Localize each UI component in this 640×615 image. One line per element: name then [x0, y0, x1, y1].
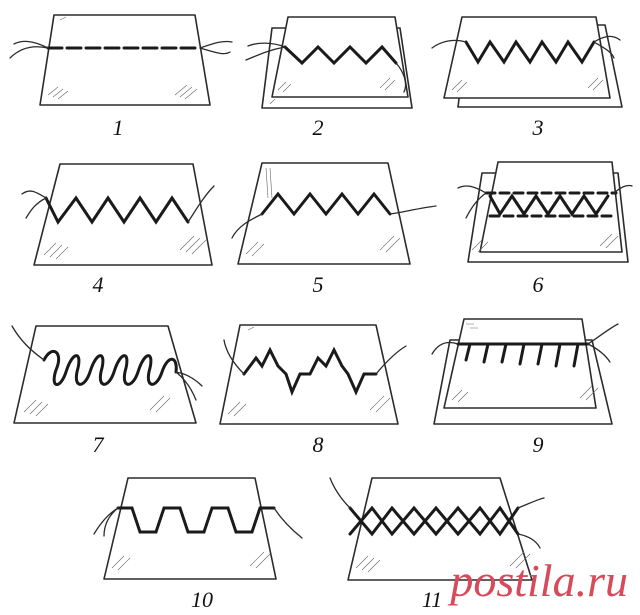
sample-10-box-zigzag: 10 [93, 477, 303, 612]
figure-label-9: 9 [533, 432, 544, 457]
fabric-texture [269, 77, 396, 105]
sample-7-overcast-loops: 7 [11, 325, 203, 457]
thread-end-right [375, 345, 407, 375]
sample-3-square-zigzag: 3 [431, 16, 623, 140]
figure-label-11: 11 [422, 587, 442, 612]
figure-label-4: 4 [93, 272, 104, 297]
watermark: postila.ru [447, 555, 628, 606]
arrowhead-stitch-line [242, 346, 378, 397]
sample-6-dashed-zigzag-layered: 6 [457, 161, 633, 297]
figure-label-6: 6 [533, 272, 544, 297]
thread-end-right [587, 323, 619, 363]
zigzag-stitch-line [283, 44, 398, 66]
sample-9-blanket-stitch: 9 [431, 318, 619, 457]
figure-label-10: 10 [191, 587, 213, 612]
sample-1-running-stitch: 1 [9, 14, 233, 140]
thread-end-left [93, 507, 119, 537]
fabric-texture [245, 167, 401, 257]
thread-end-left [245, 42, 286, 61]
sample-5-rounded-zigzag: 5 [231, 162, 437, 297]
fabric-texture [43, 235, 207, 260]
thread-end-left [431, 39, 467, 49]
fabric-texture [111, 551, 271, 571]
figure-label-5: 5 [313, 272, 324, 297]
thread-end-left [231, 213, 263, 239]
sample-8-arrowhead-zigzag: 8 [219, 324, 407, 457]
fabric-texture [23, 395, 171, 417]
fabric-texture [47, 16, 198, 100]
fabric-texture [227, 326, 391, 417]
sample-4-tall-zigzag: 4 [21, 163, 215, 297]
thread-end-left [431, 341, 459, 355]
overcast-loop-stitch [42, 349, 178, 386]
figure-label-1: 1 [113, 115, 124, 140]
fabric-texture [471, 233, 619, 253]
sample-11-lattice-stitch: 11 [329, 477, 545, 612]
fabric-texture [355, 551, 531, 573]
sample-2-zigzag-layered: 2 [245, 16, 413, 140]
thread-end-right [613, 184, 633, 194]
thread-end-right [593, 35, 621, 59]
figure-label-7: 7 [93, 432, 105, 457]
thread-end-right [389, 205, 437, 215]
thread-end-left [223, 339, 245, 375]
zigzag-stitch-line [464, 39, 596, 65]
thread-end-left [9, 40, 49, 59]
fabric-piece [13, 325, 197, 424]
blanket-stitch-legs [464, 342, 580, 368]
fabric-texture [451, 323, 599, 403]
fabric-piece [103, 477, 277, 580]
figure-label-8: 8 [313, 432, 324, 457]
thread-end-right [395, 62, 407, 93]
zigzag-stitch-line [260, 191, 392, 217]
thread-end-left [457, 185, 487, 219]
fabric-piece [33, 163, 213, 266]
zigzag-stitch-line [488, 193, 610, 217]
thread-end-right [175, 371, 203, 401]
thread-end-right [199, 40, 233, 55]
lattice-stitch-upper [348, 505, 520, 537]
fabric-texture [451, 77, 604, 93]
thread-end-left [21, 190, 47, 219]
fabric-piece [39, 14, 211, 106]
thread-end-left [329, 477, 351, 509]
thread-end-right [187, 185, 215, 223]
thread-end-right [273, 507, 303, 539]
thread-end-left [11, 325, 45, 361]
figure-label-3: 3 [532, 115, 544, 140]
thread-end-right [517, 497, 545, 549]
watermark-brand: postila.ru [447, 555, 628, 606]
figure-label-2: 2 [313, 115, 324, 140]
lattice-stitch-lower [348, 505, 520, 537]
zigzag-stitch-line [44, 195, 190, 225]
box-zigzag-stitch-line [116, 506, 276, 534]
